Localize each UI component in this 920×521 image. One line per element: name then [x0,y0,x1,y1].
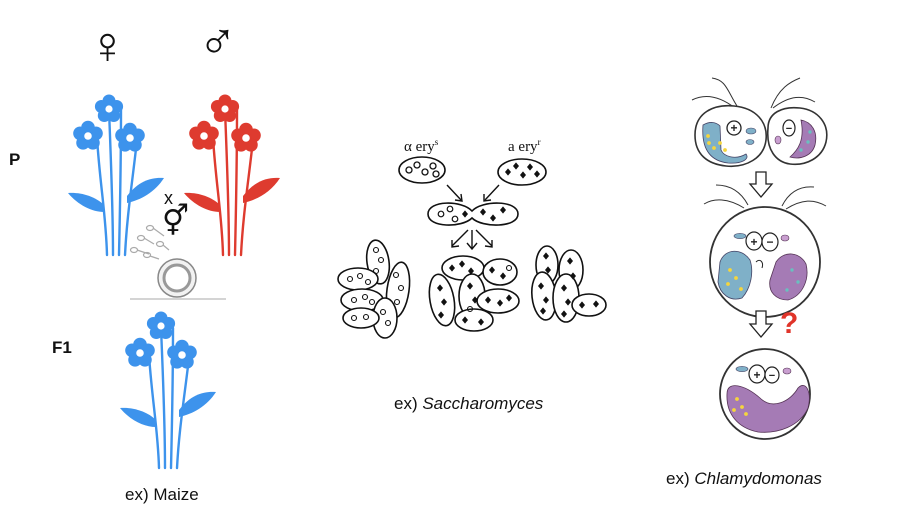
yeast-alpha-strain-label: α erys [404,137,439,155]
chlamydomonas-caption: ex) Chlamydomonas [666,469,822,488]
female-flower-bouquet [68,94,164,257]
maize-caption: ex) Maize [125,485,199,504]
svg-text:+: + [753,368,760,382]
yeast-cluster-middle [428,255,520,332]
male-flower-bouquet [184,94,280,257]
question-mark: ? [780,307,799,340]
cross-symbol: x [164,188,173,208]
plus-mating-type-sign: + [730,121,737,135]
svg-text:−: − [769,370,775,382]
fusion-arrow [748,171,774,199]
svg-text:−: − [766,235,773,249]
yeast-mating-diagram [337,156,607,339]
meiosis-arrow [748,310,774,339]
hermaphrodite-symbol: ⚥ [162,205,190,238]
egg-cell-with-pollen [129,224,226,300]
generation-p-label: P [9,150,21,169]
yeast-cluster-left [337,239,411,339]
chlamydomonas-mating-diagram: + − [691,77,828,440]
yeast-cluster-right [531,245,607,323]
f1-flower-bouquet [120,311,216,470]
svg-text:−: − [786,123,792,135]
saccharomyces-caption: ex) Saccharomyces [394,394,544,413]
svg-text:+: + [750,235,757,249]
female-symbol: ♀ [88,17,127,75]
male-symbol: ♂ [198,13,237,71]
generation-f1-label: F1 [52,338,72,357]
yeast-a-strain-label: a eryr [508,137,541,155]
